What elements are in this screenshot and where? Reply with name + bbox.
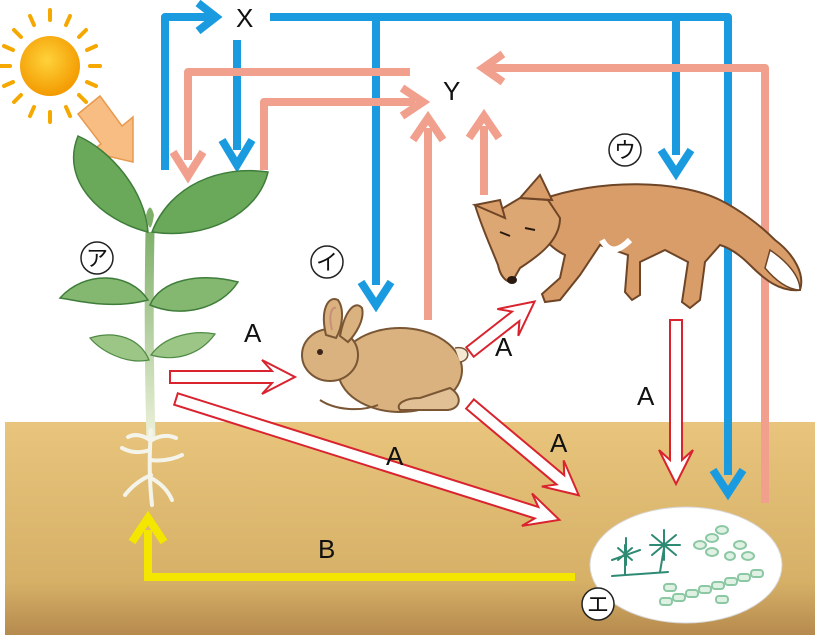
y-flow-arrows (184, 64, 769, 503)
x-arrowheads (195, 0, 747, 501)
b-flow-arrow (128, 510, 575, 581)
a-flow-arrows (169, 300, 694, 527)
fox-illustration (471, 173, 803, 310)
plant-illustration (58, 135, 269, 507)
flow-b-label: B (318, 534, 335, 564)
fox-label: ウ (614, 139, 636, 164)
flow-a-label-plant-decomposer: A (386, 441, 404, 471)
flow-a-label-rabbit-decomposer: A (550, 428, 568, 458)
x-node-label: X (236, 3, 253, 33)
rabbit-illustration (301, 298, 469, 413)
flow-a-label-fox-decomposer: A (637, 381, 655, 411)
fox-label-badge: ウ (608, 133, 642, 167)
plant-label-badge: ア (80, 241, 114, 275)
sunlight-arrow (76, 94, 134, 163)
y-arrowheads (169, 50, 506, 184)
rabbit-label-badge: イ (310, 245, 344, 279)
plant-label: ア (86, 247, 108, 272)
decomposer-ellipse (589, 506, 783, 624)
decomposer-label: エ (587, 593, 609, 618)
rabbit-label: イ (316, 251, 338, 276)
decomposer-label-badge: エ (581, 587, 615, 621)
x-flow-arrows (161, 13, 732, 475)
y-node-label: Y (443, 76, 460, 106)
flow-a-label-plant-rabbit: A (244, 318, 262, 348)
sun-icon (0, 8, 102, 124)
flow-a-label-rabbit-fox: A (495, 332, 513, 362)
